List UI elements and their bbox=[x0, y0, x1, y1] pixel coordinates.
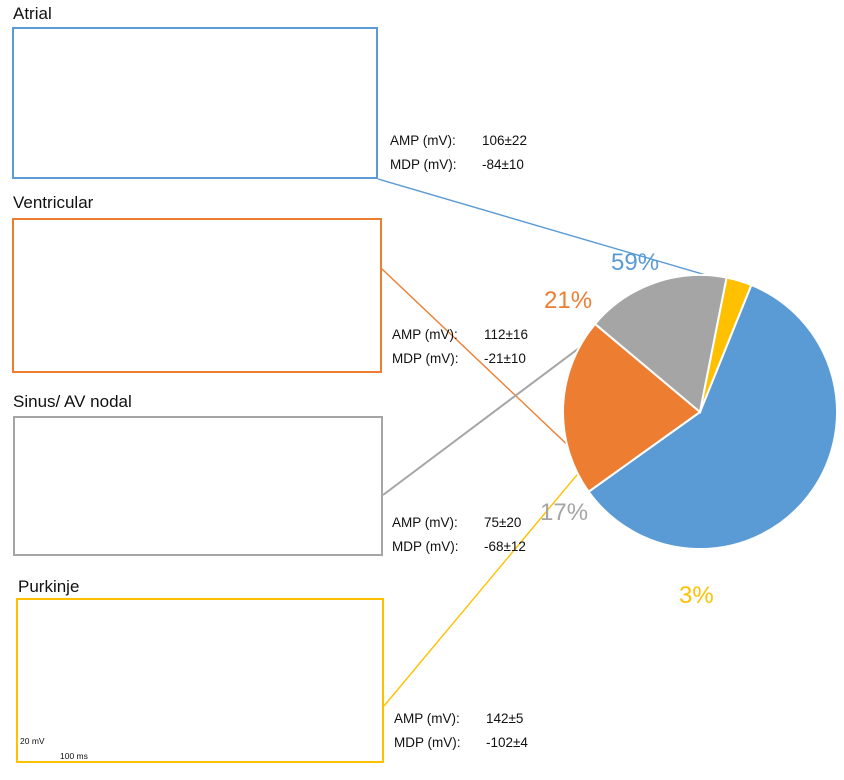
amp-value: 142±5 bbox=[486, 711, 524, 726]
stats-ventricular: AMP (mV): 112±16 MDP (mV): -21±10 bbox=[392, 323, 528, 371]
mdp-value: -68±12 bbox=[484, 539, 526, 554]
trace-box-ventricular bbox=[12, 218, 382, 373]
amp-label: AMP (mV): bbox=[392, 327, 458, 342]
pie-label-atrial: 59% bbox=[611, 249, 660, 276]
connector-line-ventricular bbox=[381, 268, 568, 445]
stats-purkinje: AMP (mV): 142±5 MDP (mV): -102±4 bbox=[394, 707, 528, 755]
mdp-value: -102±4 bbox=[486, 735, 528, 750]
trace-box-atrial bbox=[12, 27, 378, 179]
stats-nodal: AMP (mV): 75±20 MDP (mV): -68±12 bbox=[392, 511, 526, 559]
mdp-label: MDP (mV): bbox=[390, 157, 457, 172]
amp-label: AMP (mV): bbox=[394, 711, 460, 726]
pie-slice-atrial bbox=[587, 283, 839, 550]
trace-box-nodal bbox=[13, 416, 383, 556]
trace-box-purkinje bbox=[16, 598, 384, 763]
mdp-label: MDP (mV): bbox=[392, 351, 459, 366]
stats-atrial: AMP (mV): 106±22 MDP (mV): -84±10 bbox=[390, 129, 527, 177]
mdp-value: -21±10 bbox=[484, 351, 526, 366]
pie-chart bbox=[562, 274, 839, 550]
mdp-label: MDP (mV): bbox=[392, 539, 459, 554]
amp-value: 106±22 bbox=[482, 133, 527, 148]
pie-label-purkinje: 3% bbox=[679, 582, 714, 609]
pie-slice-sinus-av-nodal bbox=[593, 274, 728, 414]
amp-value: 75±20 bbox=[484, 515, 522, 530]
panel-title-ventricular: Ventricular bbox=[13, 193, 94, 212]
mdp-label: MDP (mV): bbox=[394, 735, 461, 750]
scale-voltage-label: 20 mV bbox=[20, 736, 45, 746]
panel-title-purkinje: Purkinje bbox=[18, 577, 80, 596]
amp-value: 112±16 bbox=[484, 327, 528, 342]
pie-label-ventricular: 21% bbox=[544, 287, 593, 314]
pie-label-nodal: 17% bbox=[540, 499, 589, 526]
scale-time-label: 100 ms bbox=[60, 751, 88, 761]
mdp-value: -84±10 bbox=[482, 157, 524, 172]
amp-label: AMP (mV): bbox=[390, 133, 456, 148]
pie-slice-ventricular bbox=[562, 322, 702, 494]
pie-slice-purkinje bbox=[699, 276, 753, 413]
panel-title-atrial: Atrial bbox=[13, 4, 52, 23]
amp-label: AMP (mV): bbox=[392, 515, 458, 530]
panel-title-nodal: Sinus/ AV nodal bbox=[13, 392, 132, 411]
